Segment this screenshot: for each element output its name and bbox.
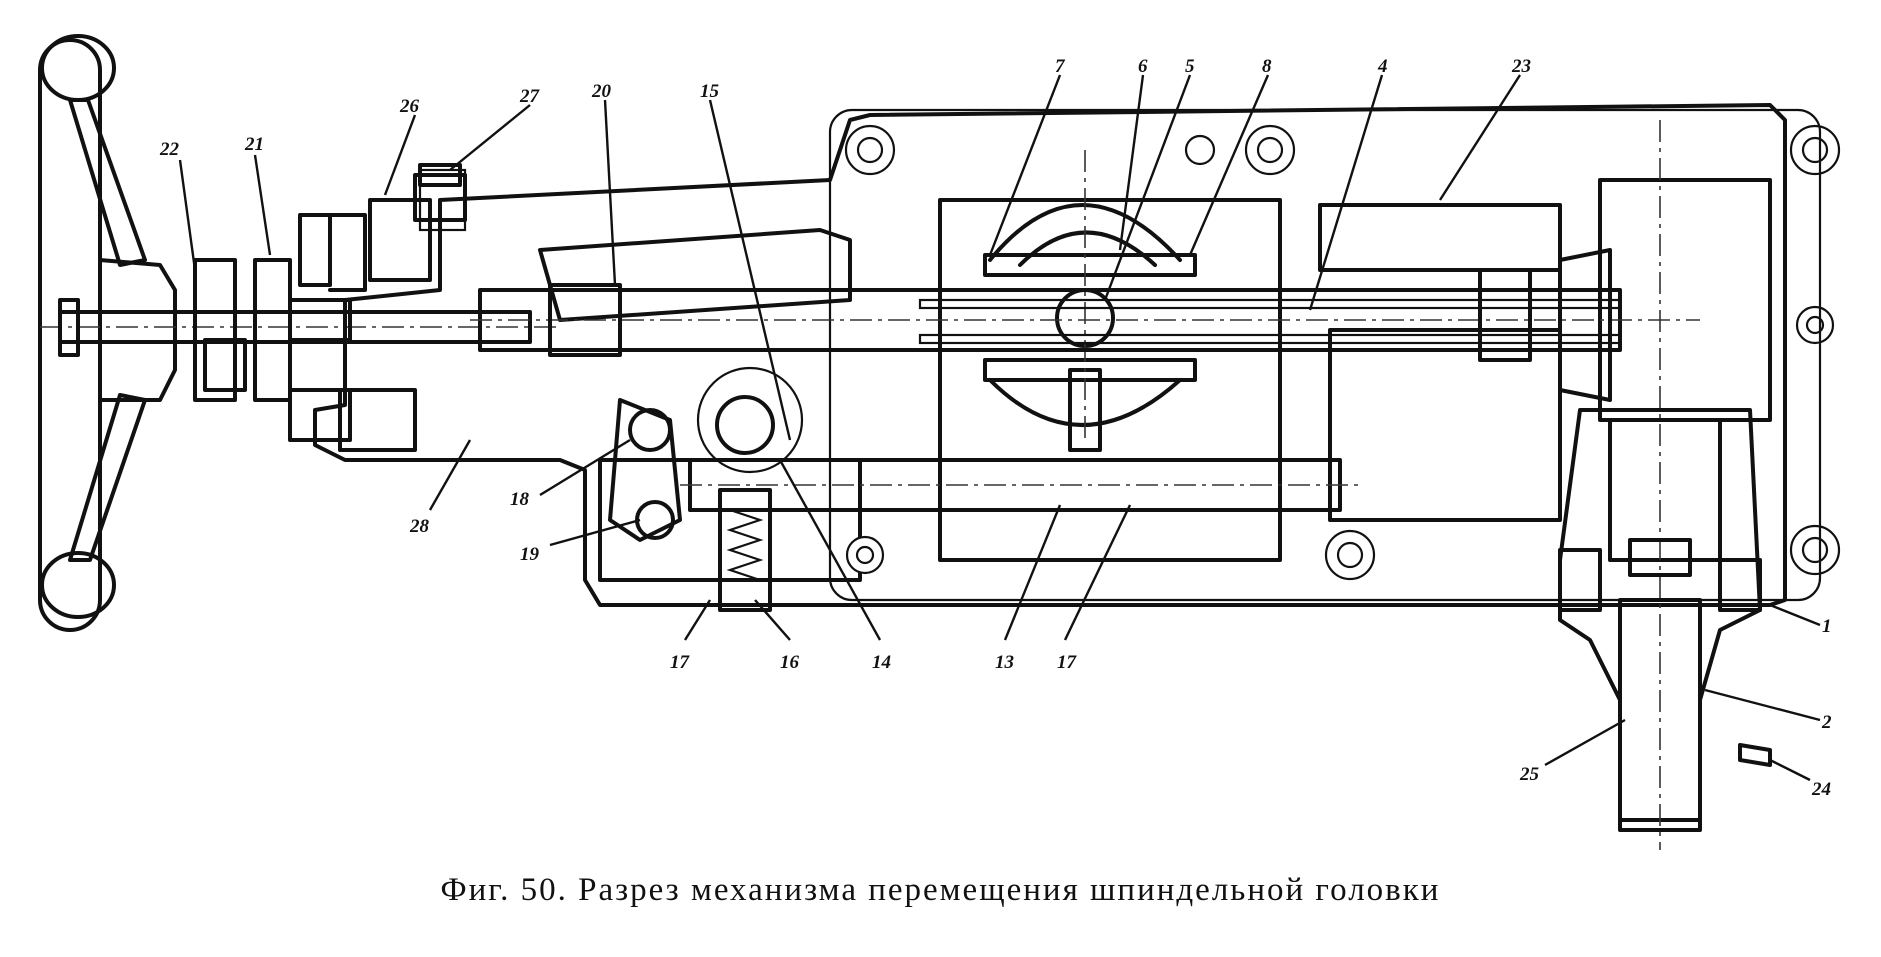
main-housing — [313, 103, 1841, 607]
callout-1: 1 — [1822, 616, 1832, 637]
cross-section-drawing: 22 21 26 27 20 15 7 6 5 8 4 23 28 18 19 … — [38, 34, 1841, 850]
callout-27: 27 — [519, 86, 541, 107]
figure-caption: Фиг. 50. Разрез механизма перемещения шп… — [440, 872, 1441, 908]
callout-2: 2 — [1821, 712, 1832, 733]
callout-4: 4 — [1377, 56, 1388, 77]
callout-5: 5 — [1185, 56, 1195, 77]
callout-19: 19 — [520, 544, 540, 565]
callout-15: 15 — [700, 81, 720, 102]
callout-26: 26 — [399, 96, 420, 117]
callout-28: 28 — [409, 516, 430, 537]
bevel-gear-assembly — [983, 150, 1197, 452]
callout-21: 21 — [244, 134, 264, 155]
callout-18: 18 — [510, 489, 530, 510]
main-shaft — [470, 248, 1700, 402]
callout-24: 24 — [1811, 779, 1831, 800]
callout-8: 8 — [1262, 56, 1272, 77]
callout-13: 13 — [995, 652, 1014, 673]
callout-14: 14 — [872, 652, 891, 673]
callout-7: 7 — [1055, 56, 1066, 77]
callout-20: 20 — [591, 81, 612, 102]
callout-22: 22 — [159, 139, 180, 160]
callout-25: 25 — [1519, 764, 1540, 785]
spindle-housing — [1558, 120, 1772, 850]
callout-labels: 22 21 26 27 20 15 7 6 5 8 4 23 28 18 19 … — [159, 56, 1832, 800]
callout-23: 23 — [1511, 56, 1531, 77]
handwheel — [38, 34, 177, 632]
callout-6: 6 — [1138, 56, 1148, 77]
callout-16: 16 — [780, 652, 800, 673]
callout-17-right: 17 — [1057, 652, 1078, 673]
lower-rod-and-lever — [608, 366, 1360, 612]
callout-17-left: 17 — [670, 652, 691, 673]
